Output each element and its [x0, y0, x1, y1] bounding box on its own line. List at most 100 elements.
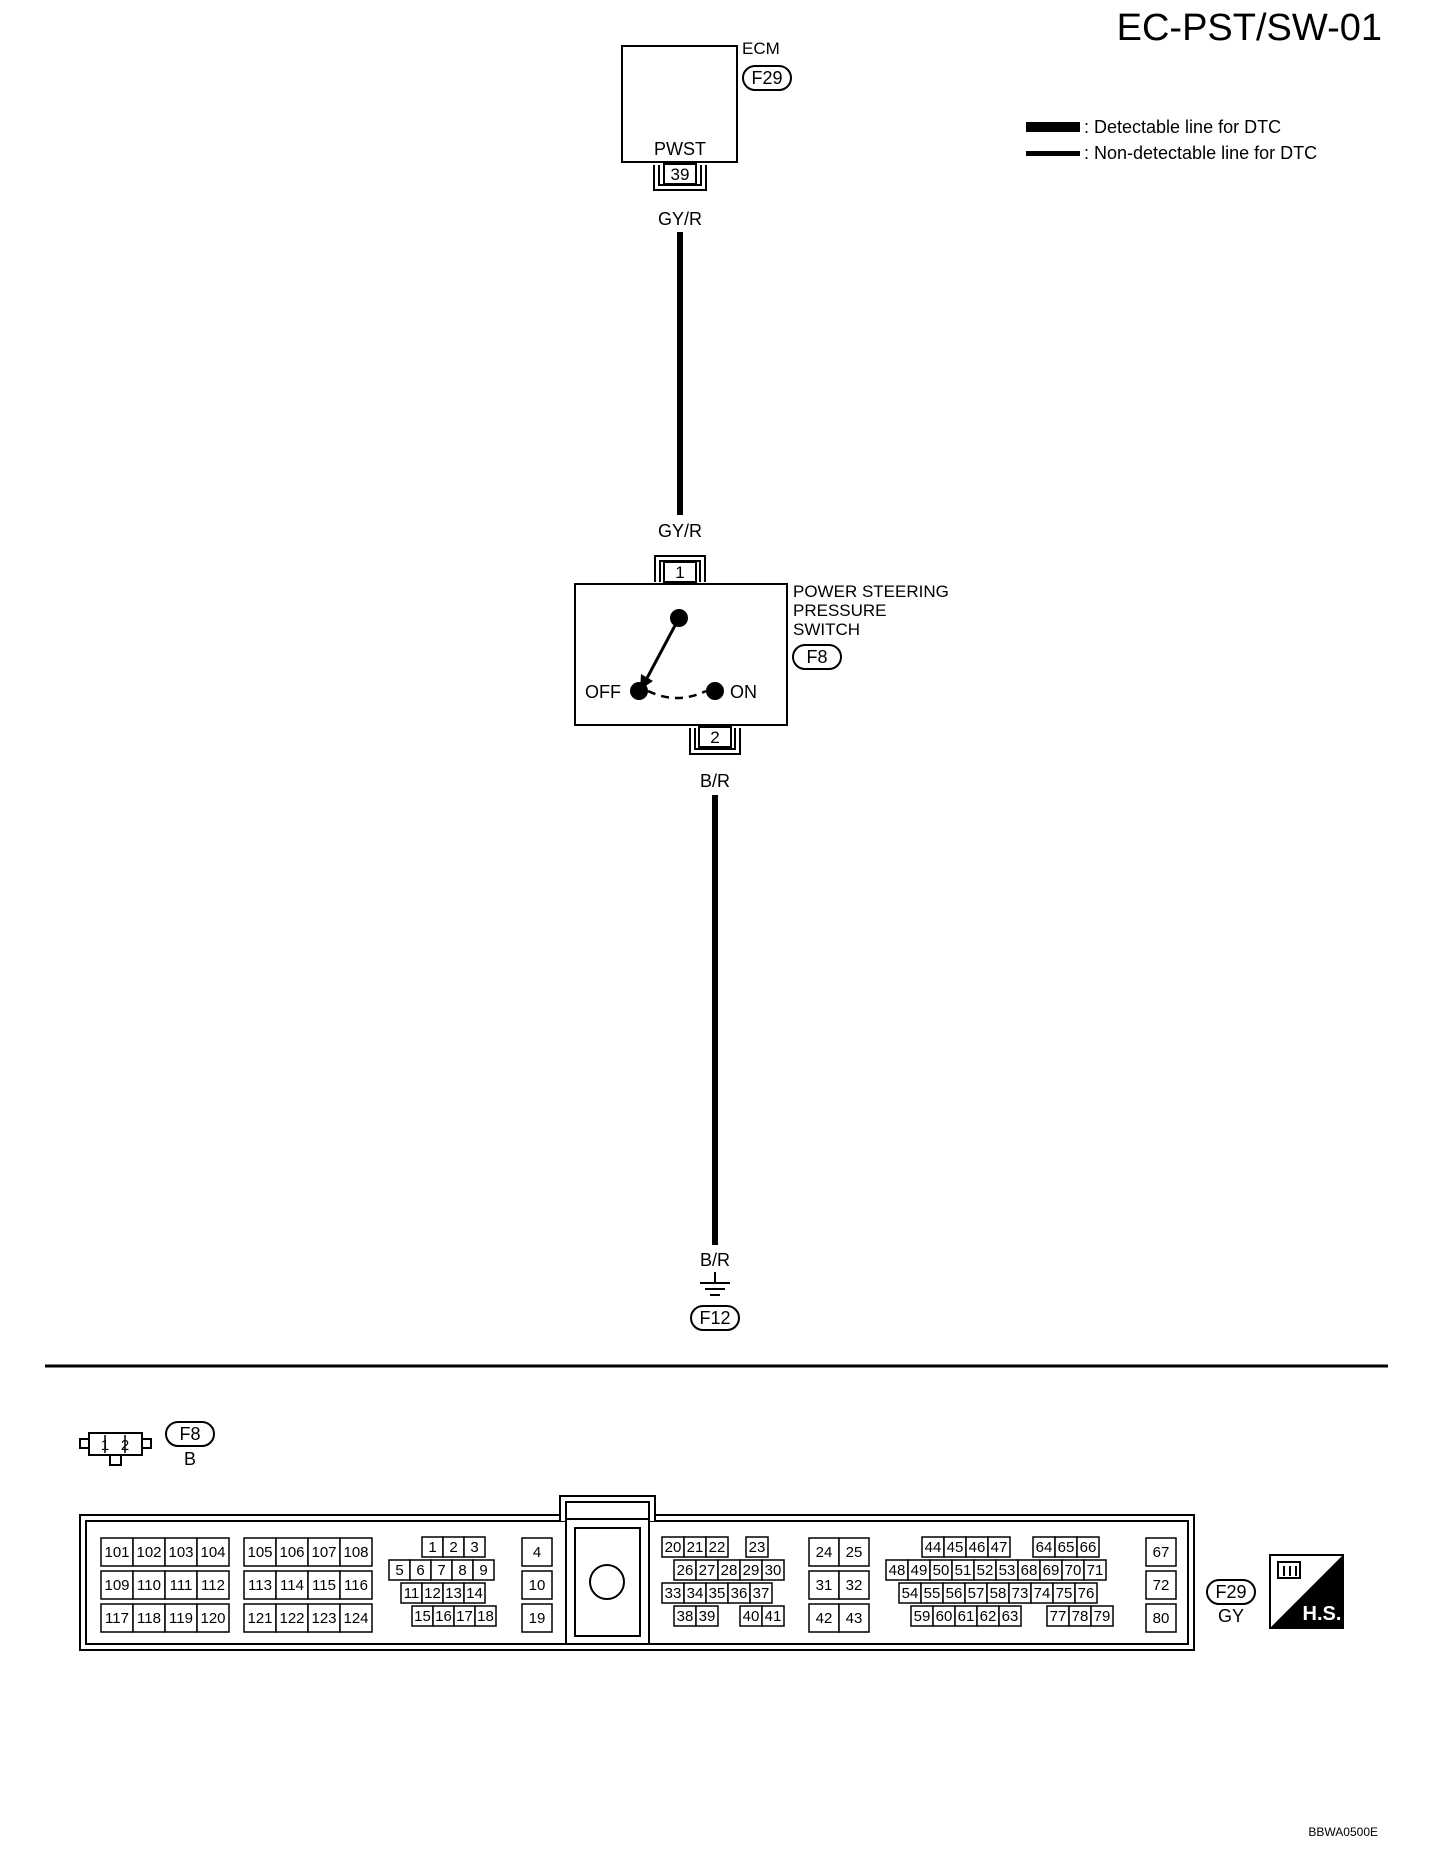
f29-pin-label: 14: [466, 1585, 483, 1602]
f29-pin-label: 24: [816, 1544, 833, 1561]
f29-pin-label: 17: [456, 1608, 473, 1625]
f29-pin-label: 123: [311, 1610, 336, 1627]
switch-pin1-bracket: [654, 555, 706, 582]
ecm-label: ECM: [742, 39, 780, 58]
f29-pin-cell: [339, 1570, 373, 1600]
f29-pin-label: 48: [889, 1562, 906, 1579]
f29-pin-label: 29: [743, 1562, 760, 1579]
f29-pin-cell: [463, 1536, 486, 1558]
f8-pin-1: 1: [101, 1437, 109, 1454]
f29-pin-cell: [275, 1603, 309, 1633]
f29-pin-cell: [1074, 1582, 1098, 1604]
figure-id: BBWA0500E: [1308, 1825, 1378, 1839]
legend-detectable-line: [1026, 122, 1080, 132]
f29-badge: [1206, 1579, 1256, 1605]
f29-pin-label: 75: [1056, 1585, 1073, 1602]
f29-pin-label: 64: [1036, 1539, 1053, 1556]
f29-pin-label: 15: [414, 1608, 431, 1625]
f29-pin-label: 60: [936, 1608, 953, 1625]
wire-label-switch-out: B/R: [700, 771, 730, 791]
f29-pin-label: 36: [731, 1585, 748, 1602]
f29-pin-label: 40: [743, 1608, 760, 1625]
f29-pin-label: 45: [947, 1539, 964, 1556]
switch-off-contact: [630, 682, 648, 700]
f29-pin-label: 4: [533, 1544, 541, 1561]
f29-pin-label: 43: [846, 1610, 863, 1627]
switch-pin1-box: [663, 561, 697, 583]
f29-pin-label: 20: [665, 1539, 682, 1556]
f29-pin-label: 47: [991, 1539, 1008, 1556]
f29-pin-label: 38: [677, 1608, 694, 1625]
f29-pin-label: 31: [816, 1577, 833, 1594]
f29-pin-cell: [808, 1603, 840, 1633]
f29-pin-cell: [1076, 1536, 1100, 1558]
ecm-connector-id: F29: [751, 68, 782, 88]
f29-pin-cell: [243, 1570, 277, 1600]
ecm-connector-badge: [742, 65, 792, 91]
f29-pin-label: 112: [201, 1577, 225, 1594]
f29-pin-label: 122: [279, 1610, 304, 1627]
f29-pin-cell: [196, 1603, 230, 1633]
f29-pin-cell: [1145, 1570, 1177, 1600]
f29-pin-label: 108: [343, 1544, 368, 1561]
f29-pin-cell: [196, 1570, 230, 1600]
f29-pin-label: 77: [1050, 1608, 1067, 1625]
f8-badge: [165, 1421, 215, 1447]
f29-pin-label: 19: [529, 1610, 546, 1627]
f29-pin-label: 54: [902, 1585, 919, 1602]
f29-latch: [559, 1495, 656, 1521]
f29-pin-cell: [761, 1605, 785, 1627]
f29-pin-label: 7: [437, 1562, 445, 1579]
f29-pin-cell: [472, 1559, 495, 1581]
wire-label-ground: B/R: [700, 1250, 730, 1270]
legend-non-detectable-line: [1026, 151, 1080, 156]
f29-pin-label: 8: [458, 1562, 466, 1579]
f29-pin-label: 120: [200, 1610, 225, 1627]
f29-pin-label: 41: [765, 1608, 782, 1625]
f29-pin-cell: [749, 1582, 773, 1604]
f29-pin-label: 79: [1094, 1608, 1111, 1625]
f29-pin-label: 118: [137, 1610, 161, 1627]
switch-connector-id: F8: [806, 647, 827, 667]
f29-pin-label: 50: [933, 1562, 950, 1579]
f29-pin-label: 34: [687, 1585, 704, 1602]
f29-pin-label: 121: [247, 1610, 272, 1627]
switch-name-line1: POWER STEERING: [793, 582, 949, 601]
f29-pin-label: 16: [435, 1608, 452, 1625]
ecm-terminal-bracket: [653, 165, 707, 191]
legend-non-detectable-text: : Non-detectable line for DTC: [1084, 143, 1317, 163]
f29-pin-cell: [808, 1570, 840, 1600]
switch-on-label: ON: [730, 682, 757, 702]
f29-pin-cell: [1090, 1605, 1114, 1627]
f29-pin-label: 117: [105, 1610, 129, 1627]
f29-pin-label: 114: [280, 1577, 304, 1594]
f29-pin-label: 68: [1021, 1562, 1038, 1579]
hs-badge: H.S.: [1269, 1554, 1344, 1629]
f29-pin-cell: [838, 1603, 870, 1633]
f29-pin-label: 124: [343, 1610, 368, 1627]
f29-pin-cell: [339, 1537, 373, 1567]
f29-pin-cell: [838, 1570, 870, 1600]
switch-pin2-bracket: [689, 728, 741, 755]
f29-pin-cell: [521, 1537, 553, 1567]
f29-pin-label: 78: [1072, 1608, 1089, 1625]
f29-pin-label: 115: [312, 1577, 336, 1594]
f29-pin-label: 13: [445, 1585, 462, 1602]
f29-pin-label: 65: [1058, 1539, 1075, 1556]
f29-pin-label: 12: [424, 1585, 441, 1602]
f29-pin-label: 11: [404, 1585, 420, 1602]
f29-pin-label: 76: [1078, 1585, 1095, 1602]
f29-pin-cell: [987, 1536, 1011, 1558]
f29-pin-cell: [1145, 1537, 1177, 1567]
f29-pin-label: 26: [677, 1562, 694, 1579]
f29-pin-label: 30: [765, 1562, 782, 1579]
f29-pin-label: 23: [749, 1539, 766, 1556]
f29-pin-label: 116: [344, 1577, 368, 1594]
f29-pin-cell: [838, 1537, 870, 1567]
f29-pin-label: 67: [1153, 1544, 1170, 1561]
f29-color: GY: [1218, 1606, 1244, 1626]
ground-symbol: F12: [690, 1272, 740, 1331]
f29-pin-label: 70: [1065, 1562, 1082, 1579]
f29-pin-cell: [521, 1570, 553, 1600]
